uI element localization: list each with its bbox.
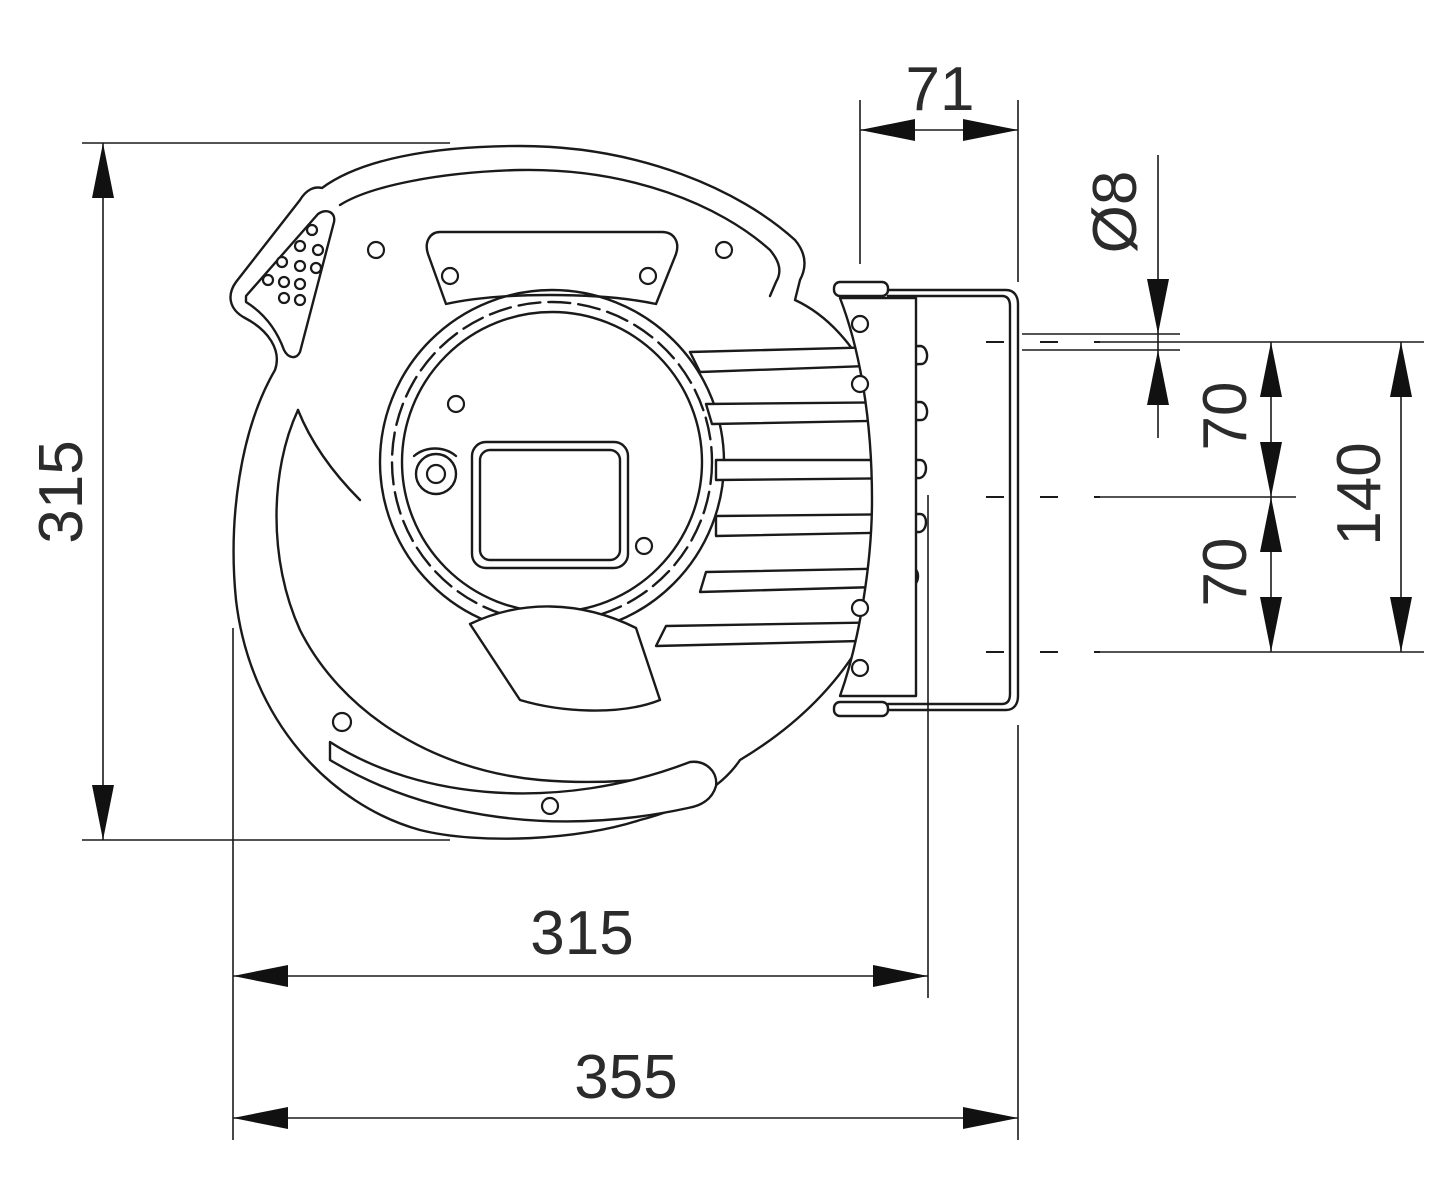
reel-inner-rim bbox=[338, 168, 781, 298]
inner-swirl bbox=[275, 408, 702, 784]
dim-width-315: 315 bbox=[530, 899, 633, 968]
dim-hole-diameter: Ø8 bbox=[1081, 171, 1150, 254]
bracket-frame bbox=[886, 288, 1020, 712]
screw-hole bbox=[714, 240, 734, 260]
screw-hole bbox=[540, 796, 560, 816]
dimension-labels: 315 315 355 71 Ø8 70 70 140 bbox=[27, 55, 1394, 1112]
inner-swirl-edge bbox=[296, 408, 362, 502]
dim-spacing-140: 140 bbox=[1325, 442, 1394, 545]
wall-bracket bbox=[838, 296, 918, 698]
screw-hole bbox=[331, 711, 353, 733]
grip-panel bbox=[244, 210, 336, 359]
dim-height-315: 315 bbox=[27, 440, 96, 543]
dim-spacing-70-lower: 70 bbox=[1191, 538, 1260, 607]
dim-spacing-70-upper: 70 bbox=[1191, 382, 1260, 451]
grip-dots bbox=[261, 223, 325, 307]
drum-sector bbox=[468, 605, 662, 712]
drum-panel bbox=[470, 440, 630, 570]
reel-housing bbox=[229, 144, 1020, 840]
dim-width-355: 355 bbox=[574, 1043, 677, 1112]
bracket-cap-bottom bbox=[832, 700, 890, 718]
screw-hole bbox=[366, 240, 386, 260]
bracket-cap-top bbox=[832, 280, 890, 298]
top-window bbox=[425, 230, 679, 306]
bottom-rib bbox=[328, 740, 718, 823]
dimension-lines bbox=[82, 100, 1424, 1140]
dim-bracket-71: 71 bbox=[906, 55, 975, 124]
